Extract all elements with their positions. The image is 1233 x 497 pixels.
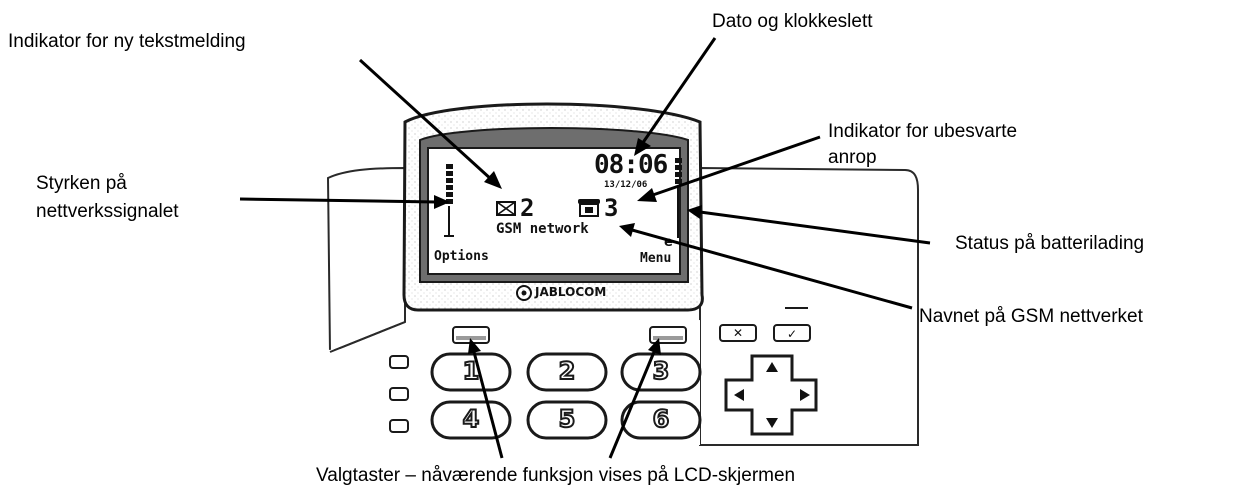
label-signal-line2: nettverkssignalet — [36, 201, 179, 222]
arrow-missed-calls — [649, 135, 821, 198]
key-4-label: 4 — [462, 404, 481, 434]
arrow-network-name — [631, 228, 913, 310]
side-key[interactable] — [389, 419, 409, 433]
lcd-sms-count: 2 — [520, 194, 535, 222]
lcd-date: 13/12/06 — [604, 180, 648, 190]
right-soft-key[interactable] — [649, 326, 687, 344]
arrow-right-soft-key — [608, 351, 656, 459]
label-sms-indicator: Indikator for ny tekstmelding — [8, 31, 246, 52]
lcd-network-name: GSM network — [496, 221, 589, 237]
label-missed-calls-line2: anrop — [828, 147, 877, 168]
arrow-signal-strength — [239, 197, 437, 204]
callout-arrows — [239, 37, 931, 459]
key-2-label: 2 — [558, 356, 577, 386]
signal-strength-icon — [444, 164, 454, 237]
lcd-screen: e — [427, 147, 682, 275]
svg-text:✓: ✓ — [787, 327, 797, 341]
lcd-right-soft-label: Menu — [640, 251, 672, 266]
envelope-icon — [496, 201, 516, 216]
message-waiting-icon: e — [664, 235, 673, 250]
arrow-left-soft-key — [472, 351, 504, 459]
navigation-pad[interactable] — [724, 354, 818, 436]
label-date-time: Dato og klokkeslett — [712, 11, 873, 32]
cancel-key[interactable] — [719, 324, 757, 342]
lcd-time: 08:06 — [594, 150, 668, 180]
brand-name: JABLOCOM — [535, 285, 607, 299]
jablocom-logo — [516, 285, 532, 301]
side-key[interactable] — [389, 355, 409, 369]
lcd-left-soft-label: Options — [434, 249, 489, 264]
key-1[interactable] — [430, 352, 512, 392]
label-battery-status: Status på batterilading — [955, 233, 1145, 254]
key-5[interactable] — [526, 400, 608, 440]
arrow-sms-indicator — [358, 58, 494, 182]
key-1-label: 1 — [462, 356, 481, 386]
lcd-missed-calls-count: 3 — [604, 194, 619, 222]
key-2[interactable] — [526, 352, 608, 392]
nav-right-arrow-icon — [800, 389, 810, 401]
label-missed-calls-line1: Indikator for ubesvarte — [828, 121, 1018, 142]
svg-text:✕: ✕ — [733, 326, 743, 340]
key-6[interactable] — [620, 400, 702, 440]
battery-level-icon — [675, 158, 682, 238]
confirm-key[interactable] — [773, 324, 811, 342]
numeric-keypad — [430, 352, 702, 440]
key-3-label: 3 — [652, 356, 671, 386]
label-soft-keys: Valgtaster – nåværende funksjon vises på… — [316, 465, 796, 486]
key-5-label: 5 — [558, 404, 577, 434]
soft-keys: ✕ ✓ — [452, 307, 811, 344]
label-signal-line1: Styrken på — [36, 173, 127, 194]
side-key[interactable] — [389, 387, 409, 401]
side-keys — [389, 355, 409, 433]
nav-up-arrow-icon — [766, 362, 778, 372]
key-6-label: 6 — [652, 404, 671, 434]
arrow-battery-status — [699, 210, 931, 245]
nav-left-arrow-icon — [734, 389, 744, 401]
arrow-date-time — [640, 37, 717, 145]
nav-down-arrow-icon — [766, 418, 778, 428]
missed-call-phone-icon — [578, 199, 600, 217]
label-network-name: Navnet på GSM nettverket — [919, 306, 1143, 327]
